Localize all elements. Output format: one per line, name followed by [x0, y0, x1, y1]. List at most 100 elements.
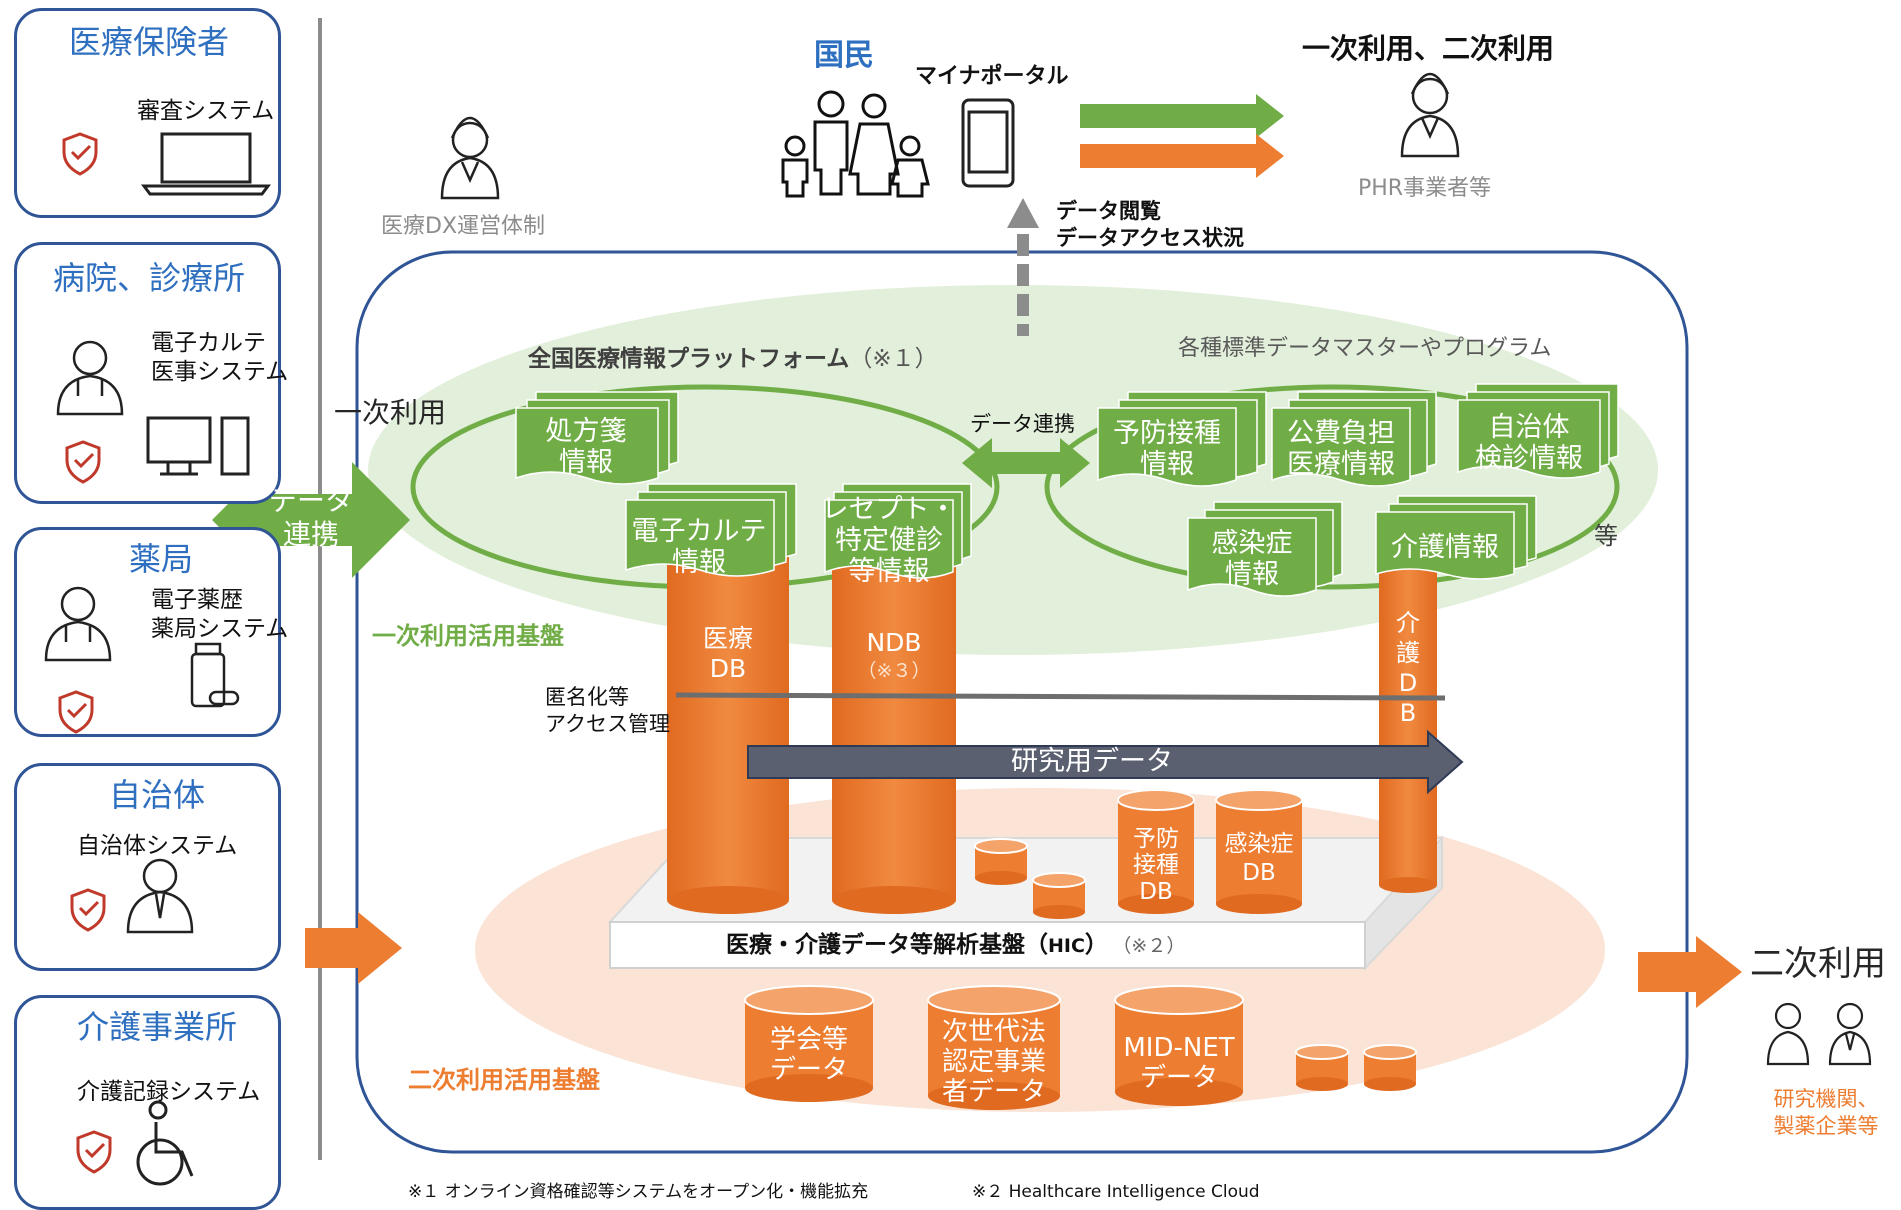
doc-line: 検診情報 [1475, 443, 1583, 475]
primary-use-label: 一次利用 [334, 396, 447, 429]
doc-line: 情報 [1140, 449, 1194, 481]
midnet-label: MID-NET データ [1123, 1033, 1235, 1094]
doc-jichitai-kenshin [1457, 383, 1619, 479]
research-data-label: 研究用データ [1011, 746, 1173, 777]
doc-label-kaigo: 介護情報 [1391, 532, 1499, 563]
research-data-arrow [747, 729, 1464, 795]
data-view-line: データアクセス状況 [1056, 226, 1244, 251]
phr-person-icon [1400, 72, 1460, 158]
cyl-line: 次世代法 [941, 1017, 1047, 1047]
gakkai-cylinder [744, 985, 874, 1102]
hic-title-text: 医療・介護データ等解析基盤（ [726, 932, 1048, 958]
footnote-2: ※２ Healthcare Intelligence Cloud [972, 1182, 1260, 1202]
iryo-db-label: 医療 DB [703, 624, 753, 684]
platform-title-text: 全国医療情報プラットフォーム [528, 346, 850, 372]
org-line: 製薬企業等 [1773, 1114, 1879, 1139]
doc-label-receipt: レセプト・ 特定健診 等情報 [822, 494, 957, 587]
sidebar-system-label: 電子カルテ 医事システム [151, 329, 288, 387]
doc-denshi-karte [625, 483, 797, 577]
anon-line: アクセス管理 [545, 712, 670, 737]
master-label: 各種標準データマスターやプログラム [1178, 336, 1552, 361]
doc-label-shohousen: 処方箋 情報 [546, 416, 627, 478]
doc-line: 情報 [1225, 559, 1279, 591]
secondary-use-label: 二次利用 [1750, 944, 1886, 984]
anonymization-label: 匿名化等 アクセス管理 [545, 684, 670, 739]
doc-line: 公費負担 [1287, 418, 1395, 449]
small-db-4 [1363, 1044, 1417, 1091]
small-db-1 [974, 838, 1028, 885]
sidebar-box-pharmacy: 薬局 電子薬歴 薬局システム [14, 527, 288, 737]
sidebar-box-care-office: 介護事業所 介護記録システム [14, 995, 281, 1210]
iryo-db-cylinder [667, 535, 789, 914]
jisedai-label: 次世代法 認定事業 者データ [941, 1017, 1047, 1108]
hic-title-end: ） [1084, 932, 1108, 958]
use-title: 一次利用、二次利用 [1302, 32, 1555, 65]
cyl-line: MID-NET [1123, 1033, 1235, 1063]
doc-line: 予防接種 [1113, 418, 1221, 449]
doc-line: 感染症 [1211, 528, 1293, 559]
cyl-line: データ [1139, 1062, 1219, 1093]
doc-line: レセプト・ [821, 494, 957, 525]
system-line: 電子カルテ [151, 330, 266, 356]
db-line: B [1399, 699, 1417, 727]
anonymization-line [675, 692, 1446, 701]
yobo-db-cylinder [1117, 789, 1195, 914]
left-secondary-arrow [305, 912, 402, 984]
note-2-ref: （※２） [1121, 935, 1186, 957]
sidebar-system-label: 審査システム [137, 98, 275, 124]
ndb-label: NDB [866, 628, 922, 657]
kaigo-db-cylinder [1379, 560, 1437, 893]
doc-line: 電子カルテ [631, 516, 767, 547]
sidebar-box-title: 薬局 [128, 540, 194, 578]
doc-line: 特定健診 [835, 525, 943, 557]
sidebar-box-hospital: 病院、診療所 電子カルテ 医事システム [14, 242, 288, 504]
system-line: 医事システム [151, 358, 289, 385]
sidebar-box-title: 介護事業所 [76, 1008, 238, 1046]
doc-label-jichitai-kenshin: 自治体 検診情報 [1475, 412, 1583, 474]
sidebar-box-municipality: 自治体 自治体システム [14, 763, 281, 971]
green-flow-arrow [1080, 94, 1284, 138]
db-line: 感染症 [1224, 831, 1294, 857]
db-line: DB [1139, 878, 1173, 905]
data-view-line: データ閲覧 [1056, 199, 1161, 223]
researcher-icons [1766, 1002, 1872, 1066]
sidebar-box-insurer: 医療保険者 審査システム [14, 8, 281, 218]
link-label-line: データ [268, 484, 354, 517]
doc-yobo [1097, 391, 1267, 487]
doc-kansen [1187, 501, 1343, 597]
platform-title: 全国医療情報プラットフォーム（※１） [528, 346, 938, 374]
sidebar-system-label: 介護記録システム [77, 1079, 261, 1105]
link-label-line: 連携 [282, 517, 340, 551]
small-db-2 [1032, 872, 1086, 919]
primary-base-label: 一次利用活用基盤 [372, 622, 564, 650]
doc-label-denshi-karte: 電子カルテ 情報 [632, 516, 767, 578]
right-secondary-arrow [1638, 936, 1742, 1008]
ndb-note: （※３） [857, 660, 931, 682]
data-link-label: データ連携 [970, 412, 1075, 436]
data-link-arrow [962, 438, 1090, 488]
anon-line: 匿名化等 [545, 685, 629, 709]
doc-label-kouhi: 公費負担 医療情報 [1287, 418, 1395, 480]
db-line: 護 [1396, 639, 1420, 667]
db-line: 医療 [702, 624, 754, 653]
doc-line: 医療情報 [1287, 449, 1395, 481]
doc-line: 情報 [559, 447, 613, 479]
doc-label-kansen: 感染症 情報 [1212, 528, 1293, 590]
note-1-ref: （※１） [849, 346, 938, 372]
gakkai-label: 学会等 データ [769, 1025, 849, 1086]
doc-label-yobo: 予防接種 情報 [1113, 418, 1221, 480]
etc-label: 等 [1594, 522, 1618, 550]
doc-kaigo [1375, 495, 1537, 580]
dx-person-icon [440, 116, 500, 200]
cyl-line: 学会等 [769, 1025, 849, 1055]
midnet-cylinder [1114, 985, 1244, 1106]
mynaportal-label: マイナポータル [915, 64, 1069, 89]
sidebar-box-title: 医療保険者 [68, 23, 230, 61]
kokumin-label: 国民 [814, 38, 874, 73]
small-db-3 [1295, 1044, 1349, 1091]
ndb-cylinder [832, 535, 956, 914]
primary-right-ring [1044, 384, 1620, 590]
sidebar-data-link-label: データ 連携 [269, 484, 353, 551]
doc-line: 等情報 [848, 556, 930, 588]
db-line: 介 [1396, 609, 1420, 637]
